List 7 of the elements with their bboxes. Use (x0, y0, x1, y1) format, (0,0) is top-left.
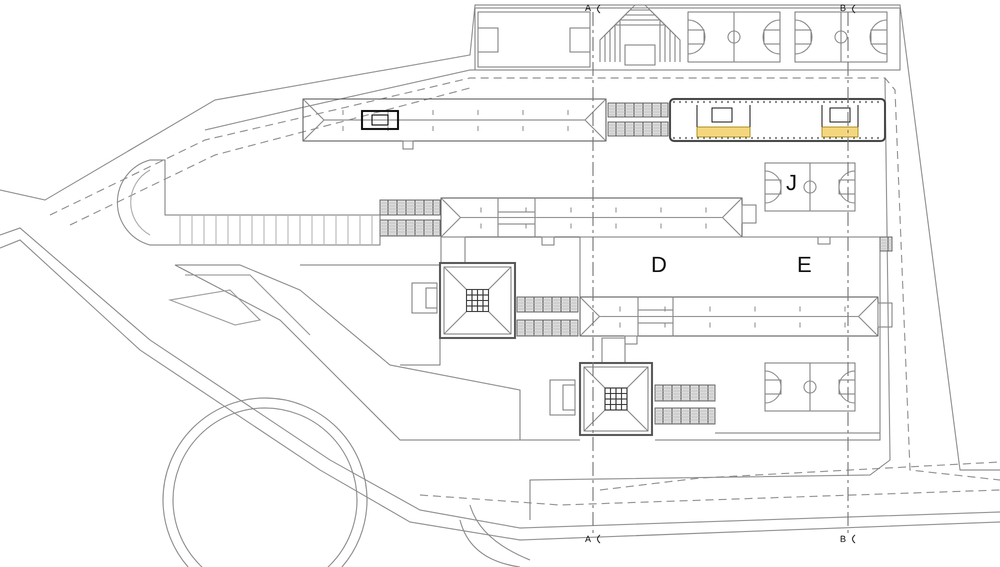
zone-label: D (651, 254, 667, 276)
zone-label: E (797, 254, 812, 276)
zone-label: J (786, 172, 797, 194)
section-label: B (840, 535, 846, 544)
section-label: A (585, 535, 592, 544)
section-label: B (840, 4, 846, 13)
section-label: A (585, 4, 592, 13)
